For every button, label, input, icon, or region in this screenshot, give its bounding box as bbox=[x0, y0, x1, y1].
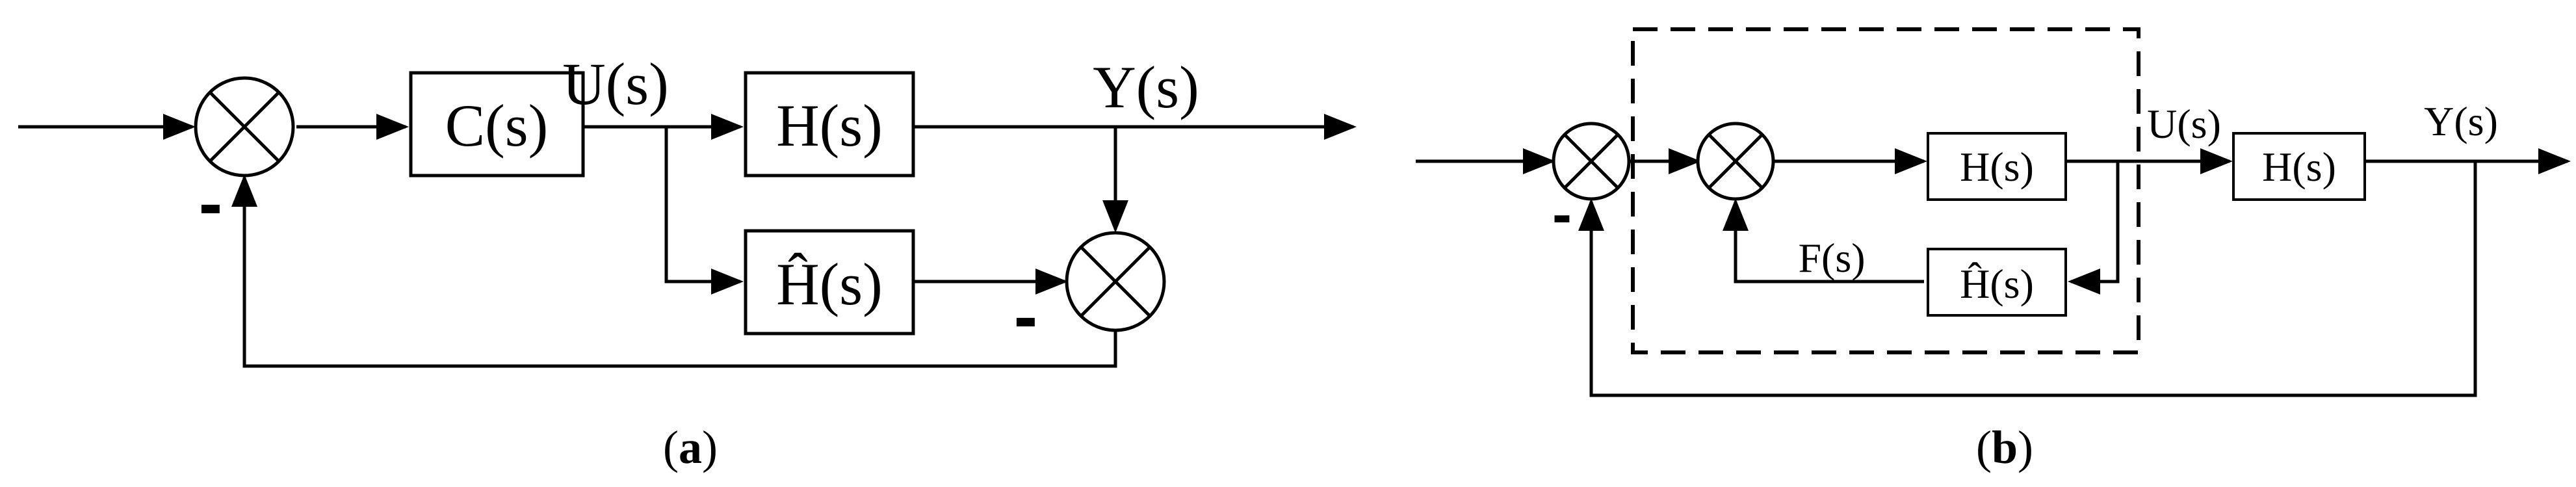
caption-open-b: ( bbox=[1976, 421, 1992, 473]
panel-a: C(s) H(s) Ĥ(s) U(s) Y(s) - - (a) bbox=[18, 51, 1357, 473]
control-to-model-wire-a bbox=[664, 127, 744, 295]
caption-letter-a: a bbox=[679, 421, 702, 473]
caption-b: (b) bbox=[1976, 421, 2033, 473]
feedback-signal-label-b: F(s) bbox=[1798, 235, 1865, 281]
inner-model-label-b: Ĥ(s) bbox=[1960, 261, 2034, 307]
plant-label-a: H(s) bbox=[776, 92, 883, 159]
inner-model-block-b: Ĥ(s) bbox=[1927, 248, 2067, 317]
model-block-a: Ĥ(s) bbox=[744, 229, 915, 336]
minus-sign-sum2-a: - bbox=[1014, 276, 1038, 356]
minus-sign-sum1-a: - bbox=[199, 163, 223, 243]
panel-b: H(s) Ĥ(s) H(s) U(s) Y(s) F(s) - (b) bbox=[1416, 27, 2571, 473]
model-label-a: Ĥ(s) bbox=[776, 251, 883, 317]
caption-close-b: ) bbox=[2018, 421, 2033, 473]
plant-block-b: H(s) bbox=[2232, 132, 2366, 201]
caption-open-a: ( bbox=[663, 421, 679, 473]
summing-junction-2-a bbox=[1065, 231, 1166, 332]
control-signal-label-b: U(s) bbox=[2147, 101, 2221, 147]
summing-junction-2-b bbox=[1696, 122, 1775, 201]
control-to-model-wire-b bbox=[2068, 161, 2120, 295]
inner-plant-label-b: H(s) bbox=[1960, 144, 2034, 190]
caption-close-a: ) bbox=[702, 421, 718, 473]
summing-junction-1-b bbox=[1552, 122, 1631, 201]
caption-a: (a) bbox=[663, 421, 718, 473]
controller-block-a: C(s) bbox=[409, 71, 585, 178]
feedback-wire-a bbox=[231, 174, 1117, 368]
output-feedback-wire-b bbox=[1578, 161, 2477, 397]
caption-letter-b: b bbox=[1992, 421, 2018, 473]
minus-sign-sum1-b: - bbox=[1552, 182, 1572, 247]
summing-junction-1-a bbox=[194, 76, 295, 178]
control-signal-label-a: U(s) bbox=[562, 51, 669, 117]
model-feedback-wire-b bbox=[1723, 198, 1924, 283]
output-signal-label-b: Y(s) bbox=[2424, 98, 2498, 144]
plant-block-a: H(s) bbox=[744, 71, 915, 178]
inner-plant-block-b: H(s) bbox=[1927, 132, 2067, 201]
plant-label-b: H(s) bbox=[2262, 144, 2336, 190]
output-signal-label-a: Y(s) bbox=[1093, 54, 1199, 120]
controller-label-a: C(s) bbox=[445, 92, 548, 159]
